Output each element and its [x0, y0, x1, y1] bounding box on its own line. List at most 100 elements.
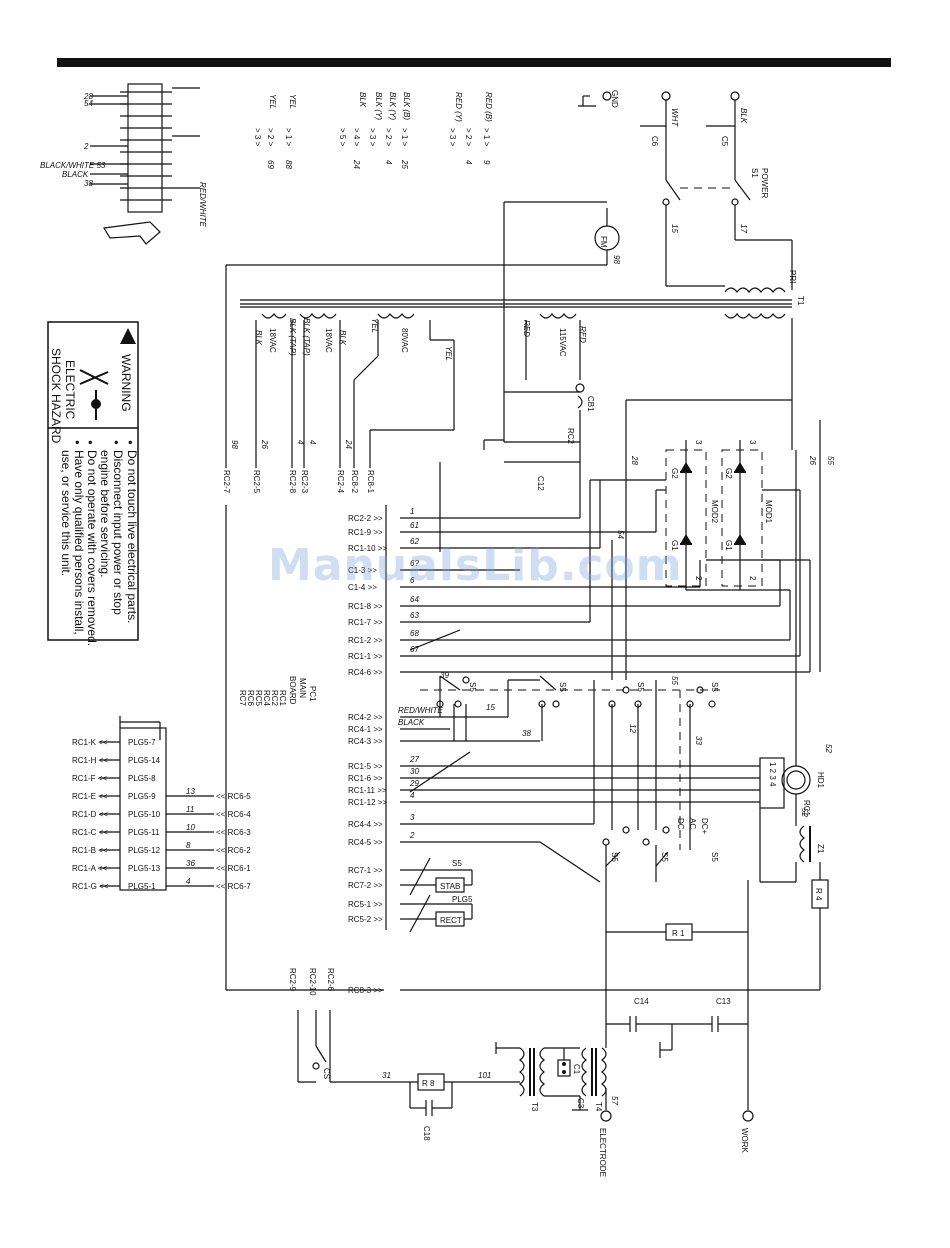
svg-text:2: 2	[694, 576, 703, 581]
pri-label: PRI	[788, 270, 797, 283]
board-wiring: 28 54 26 55	[400, 399, 835, 883]
svg-text:> 5 >: > 5 >	[338, 128, 347, 147]
conn2-color-d: BLK (B)	[402, 92, 411, 120]
plg5-rc1-label: RC1-F <<	[72, 774, 107, 783]
rc-left-terminals: RC2-2 >>RC1-9 >>RC1-10 >>C1-3 >>C1-4 >>R…	[348, 505, 444, 995]
rc-top-3: RC2-8	[288, 470, 297, 494]
tap-red-b: RED	[578, 326, 587, 343]
svg-text:> 3 >: > 3 >	[448, 128, 457, 147]
svg-text:G2: G2	[724, 468, 733, 479]
rc-top-wire-5: 24	[344, 439, 353, 449]
secondary-wiring: CB1 RC2 C12	[225, 265, 595, 512]
warning-title: WARNING	[119, 354, 133, 412]
svg-text:S5: S5	[636, 682, 645, 692]
c6-label: C6	[650, 136, 659, 147]
svg-text:> 1 >: > 1 >	[284, 128, 293, 147]
board-rc6: RC6	[246, 690, 255, 707]
svg-text:15: 15	[670, 224, 679, 233]
rc-left-wire-number: BLACK	[398, 718, 425, 727]
plg5-pin-label: PLG5-11	[128, 828, 160, 837]
t3-label: T3	[530, 1102, 539, 1112]
wire-37: 15	[486, 703, 495, 712]
hazard-line-2: SHOCK HAZARD	[49, 348, 63, 444]
rc-top-row: RC2-7 RC2-5 RC2-8 RC2-3 RC2-4 RC8-2 RC8-…	[222, 439, 384, 991]
power-label: POWER	[760, 168, 769, 198]
c3-label: C3	[576, 1098, 585, 1109]
r8-cs-section: R 8 C18 31 101 CS RC2-9 RC2-10 RC2-6	[288, 968, 520, 1141]
svg-text:S5: S5	[710, 682, 719, 692]
wire-57: 57	[610, 1096, 619, 1105]
svg-text:12: 12	[628, 724, 637, 733]
plug-wire-38: 38	[84, 179, 93, 188]
plug-wire-28: 28	[83, 92, 93, 101]
plg5-rc6-label: << RC6-3	[216, 828, 251, 837]
plg5-rc1-label: RC1-K <<	[72, 738, 108, 747]
conn2-color-a: BLK	[358, 92, 367, 108]
fm-label: FM	[599, 236, 608, 248]
svg-text:52: 52	[800, 808, 809, 817]
rc-left-terminal: RC1-12 >>	[348, 798, 387, 807]
plg5-pin-label: PLG5-9	[128, 792, 156, 801]
c13-label: C13	[716, 997, 731, 1006]
switch-ac: AC	[688, 818, 697, 829]
plg5-wire-number: 10	[186, 823, 195, 832]
warning-item-4: Do not operate with covers removed.	[85, 450, 99, 646]
rc-left-wire-number: 30	[410, 767, 419, 776]
plg5-rc1-label: RC1-C <<	[72, 828, 108, 837]
plug-wire-2: 2	[83, 142, 89, 151]
rc-left-terminal: RC1-8 >>	[348, 602, 383, 611]
rc-left-wire-number: 4	[410, 791, 415, 800]
c1-label: C1	[572, 1064, 581, 1075]
board-pc1: PC1	[308, 686, 317, 702]
board-rc7: RC7	[238, 690, 247, 707]
wire-31: 31	[382, 1071, 391, 1080]
svg-text:2: 2	[748, 576, 757, 581]
rc-left-wire-number: 2	[409, 831, 415, 840]
conn2-color-b: BLK (Y)	[374, 92, 383, 120]
plg5-rc6-label: << RC6-7	[216, 882, 251, 891]
plg5-pin-label: PLG5-1	[128, 882, 156, 891]
fan-motor: FM 98	[226, 201, 621, 442]
svg-text:●: ●	[126, 440, 135, 445]
rc-left-wire-number: 61	[410, 521, 419, 530]
warning-item-5: Have only qualified persons install,	[72, 450, 86, 635]
hazard-line-1: ELECTRIC	[63, 360, 77, 420]
rc-left-terminal: RC7-1 >>	[348, 866, 383, 875]
rc-left-terminal: RC1-6 >>	[348, 774, 383, 783]
rc-top-4: RC2-3	[300, 470, 309, 494]
gnd-label: GND	[610, 90, 619, 108]
rc-top-7: RC8-1	[366, 470, 375, 494]
rc-left-wire-number: 29	[409, 779, 419, 788]
rc2-9: RC2-9	[288, 968, 297, 992]
top-connectors: YEL YEL > 3 > > 2 > > 1 > 69 88 BLK BLK …	[253, 92, 493, 169]
rc2-label: RC2	[566, 428, 575, 445]
s5-switch-bank: S5 S5 S5 S5 12 33 55 S5 S5 S5 DC+ AC DC-…	[420, 671, 720, 867]
main-board-label: PC1 MAIN BOARD RC1 RC2 RC4 RC5 RC6 RC7	[238, 676, 317, 707]
svg-text:1 2 3 4: 1 2 3 4	[768, 762, 777, 787]
tap-blk-a: BLK	[254, 330, 263, 346]
rc-left-wire-number: 64	[410, 595, 419, 604]
board-main: MAIN	[298, 678, 307, 698]
plg5-rc1-label: RC1-A <<	[72, 864, 107, 873]
svg-text:S5: S5	[558, 682, 567, 692]
plg5-rc1-label: RC1-H <<	[72, 756, 108, 765]
diode-modules: MOD2 MOD1 3 3 2 2 G2 G1 G2 G1	[589, 440, 811, 672]
rc-left-wire-number: 1	[410, 507, 414, 516]
svg-text:S5: S5	[660, 852, 669, 862]
s1-label: S1	[750, 168, 759, 178]
rc-left-terminal: C1-3 >>	[348, 566, 377, 575]
svg-text:> 3 >: > 3 >	[253, 128, 262, 147]
rc-left-terminal: RC4-2 >>	[348, 713, 383, 722]
rc-left-wire-number: 27	[409, 755, 419, 764]
svg-text:> 1 >: > 1 >	[482, 128, 491, 147]
svg-text:98: 98	[612, 255, 621, 264]
warning-item-2: Disconnect input power or stop	[111, 450, 125, 615]
t1-label: T1	[796, 296, 805, 306]
plug-wire-54: 54	[84, 99, 93, 108]
svg-text:55: 55	[826, 456, 835, 465]
svg-text:RC1: RC1	[802, 800, 811, 817]
svg-text:33: 33	[694, 736, 703, 745]
rc-left-terminal: RC1-11 >>	[348, 786, 387, 795]
r4-label: R 4	[814, 888, 823, 901]
